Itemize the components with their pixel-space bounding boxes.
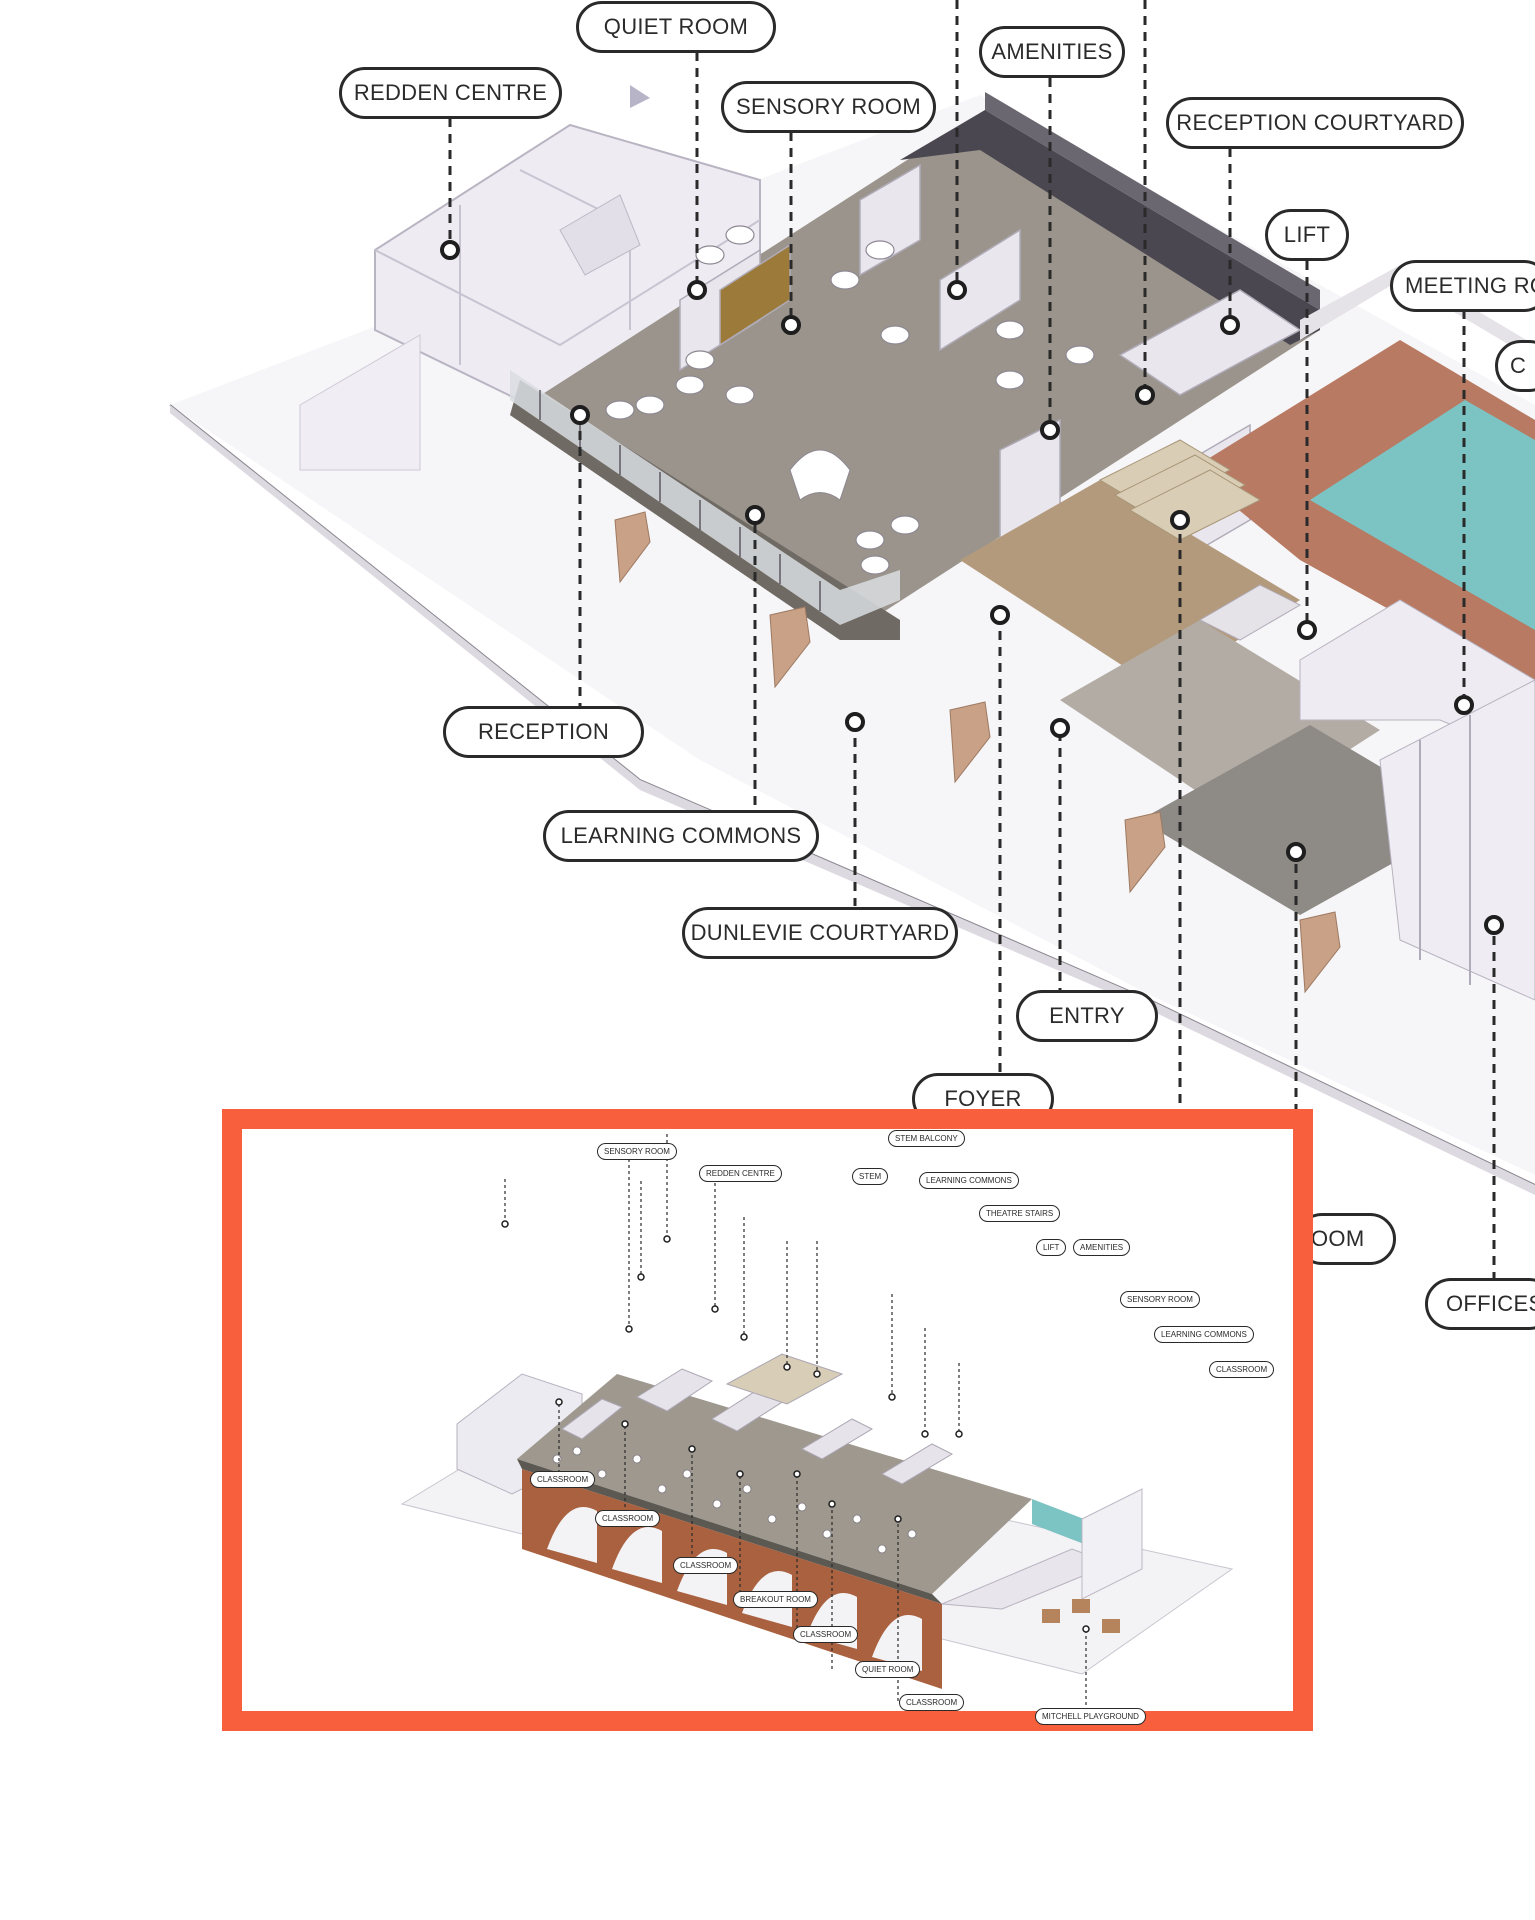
- redden-stairs: [559, 194, 641, 276]
- label-quiet-room: QUIET ROOM: [576, 1, 776, 53]
- node-markers: [440, 240, 1504, 935]
- inset-label-mitchell-playground: MITCHELL PLAYGROUND: [1035, 1708, 1146, 1725]
- inset-floor: [517, 1374, 1032, 1594]
- inset-label-learning-commons-2: LEARNING COMMONS: [1154, 1326, 1254, 1343]
- arch-pier-tops: [614, 511, 1341, 994]
- pool: [1310, 400, 1535, 630]
- label-sensory-room: SENSORY ROOM: [721, 81, 936, 133]
- inset-label-classroom-6: CLASSROOM: [899, 1694, 965, 1711]
- inset-label-classroom-2: CLASSROOM: [530, 1471, 596, 1488]
- label-reception-courtyard: RECEPTION COURTYARD: [1166, 97, 1464, 149]
- leader-lines: [448, 0, 1496, 1278]
- inset-drawing: [400, 1134, 1234, 1711]
- inset-label-learning-commons-1: LEARNING COMMONS: [919, 1172, 1019, 1189]
- inset-label-quiet-room: QUIET ROOM: [855, 1661, 921, 1678]
- label-amenities: AMENITIES: [979, 26, 1125, 78]
- label-c: C: [1495, 340, 1535, 392]
- inset-label-theatre-stairs: THEATRE STAIRS: [979, 1205, 1061, 1222]
- inset-label-lift: LIFT: [1036, 1239, 1067, 1256]
- north-arrow: [630, 85, 650, 108]
- inset-label-redden-centre: REDDEN CENTRE: [699, 1165, 782, 1182]
- inset-label-amenities: AMENITIES: [1073, 1239, 1131, 1256]
- label-learning-commons: LEARNING COMMONS: [543, 810, 819, 862]
- glass-balustrade: [510, 370, 900, 625]
- reception-desk: [789, 449, 851, 501]
- back-wall: [900, 110, 1320, 345]
- overview-inset: STEM BALCONY SENSORY ROOM REDDEN CENTRE …: [222, 1109, 1313, 1731]
- label-lift: LIFT: [1265, 209, 1349, 261]
- label-meeting-room: MEETING RO: [1390, 260, 1535, 312]
- inset-label-breakout-room: BREAKOUT ROOM: [733, 1591, 818, 1608]
- inset-label-classroom-4: CLASSROOM: [673, 1557, 739, 1574]
- label-reception: RECEPTION: [443, 706, 644, 758]
- label-redden-centre: REDDEN CENTRE: [339, 67, 562, 119]
- inset-label-classroom-5: CLASSROOM: [793, 1626, 859, 1643]
- inset-label-sensory-room-2: SENSORY ROOM: [1120, 1291, 1200, 1308]
- label-offices: OFFICES: [1425, 1278, 1535, 1330]
- inset-label-sensory-room-1: SENSORY ROOM: [597, 1143, 677, 1160]
- inset-label-classroom-3: CLASSROOM: [595, 1510, 661, 1527]
- label-dunlevie-courtyard: DUNLEVIE COURTYARD: [682, 907, 958, 959]
- label-entry: ENTRY: [1016, 990, 1158, 1042]
- inset-label-stem-balcony: STEM BALCONY: [888, 1130, 965, 1147]
- inset-label-classroom-1: CLASSROOM: [1209, 1361, 1275, 1378]
- inset-label-stem: STEM: [852, 1168, 889, 1185]
